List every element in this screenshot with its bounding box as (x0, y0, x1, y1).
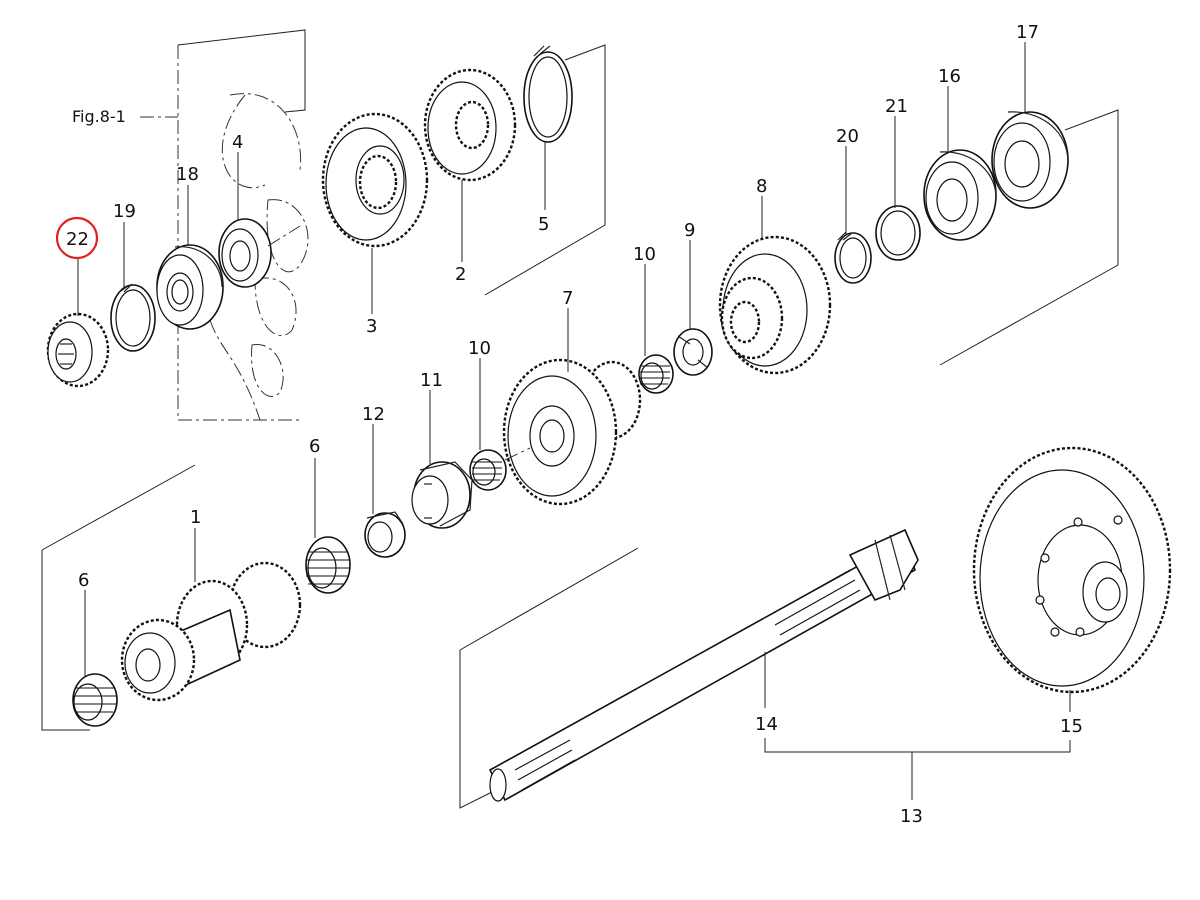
part-14-spline-shaft (488, 528, 919, 802)
part-8-compound-gear (718, 235, 832, 375)
label-18: 18 (176, 164, 199, 185)
housing-outline (177, 29, 309, 421)
label-22: 22 (66, 229, 89, 250)
label-11: 11 (420, 370, 443, 391)
part-18-ball-bearing (156, 244, 224, 330)
label-20: 20 (836, 126, 859, 147)
label-6-upper: 6 (309, 436, 320, 457)
part-16-ball-bearing (923, 149, 997, 241)
label-14: 14 (755, 714, 778, 735)
upper-bracket (484, 44, 1119, 366)
part-1-cluster-shaft (120, 561, 302, 702)
label-13: 13 (900, 806, 923, 827)
label-10-lower: 10 (468, 338, 491, 359)
part-5-snap-ring (523, 45, 573, 143)
label-17: 17 (1016, 22, 1039, 43)
part-2-gear (423, 68, 517, 182)
part-20-snap-ring (834, 231, 872, 284)
label-6-lower: 6 (78, 570, 89, 591)
part-9-thrust-washer (673, 328, 713, 376)
part-6-needle-bearing-upper (305, 536, 351, 594)
part-15-ring-gear (972, 446, 1172, 694)
label-21: 21 (885, 96, 908, 117)
leader-lines (77, 42, 1071, 800)
part-12-bushing (364, 511, 406, 558)
label-16: 16 (938, 66, 961, 87)
label-8: 8 (756, 176, 767, 197)
figure-reference: Fig.8-1 (72, 107, 178, 126)
highlight-circle (55, 216, 99, 260)
label-3: 3 (366, 316, 377, 337)
label-12: 12 (362, 404, 385, 425)
part-6-needle-bearing-lower (72, 673, 118, 727)
part-7-large-gear (502, 358, 642, 506)
label-5: 5 (538, 214, 549, 235)
part-21-washer (875, 205, 921, 261)
part-17-ball-bearing (991, 111, 1069, 209)
label-15: 15 (1060, 716, 1083, 737)
part-10-needle-bearing-upper (638, 354, 674, 394)
part-10-needle-bearing-lower (469, 447, 531, 491)
part-19-snap-ring (110, 283, 156, 352)
label-1: 1 (190, 507, 201, 528)
label-19: 19 (113, 201, 136, 222)
label-4: 4 (232, 132, 243, 153)
highlight-part-22: 22 (55, 216, 99, 260)
part-22-small-gear (46, 312, 110, 388)
part-11-collar (411, 461, 473, 529)
label-10-upper: 10 (633, 244, 656, 265)
part-labels: 17 16 21 20 8 9 10 7 10 11 12 6 1 6 5 2 … (78, 22, 1083, 827)
part-4-seal (218, 218, 301, 288)
part-3-large-gear (321, 112, 429, 248)
figure-ref-label: Fig.8-1 (72, 107, 126, 126)
label-7: 7 (562, 288, 573, 309)
label-2: 2 (455, 264, 466, 285)
lower-left-bracket (41, 464, 196, 731)
label-9: 9 (684, 220, 695, 241)
lower-right-bracket (459, 547, 639, 809)
